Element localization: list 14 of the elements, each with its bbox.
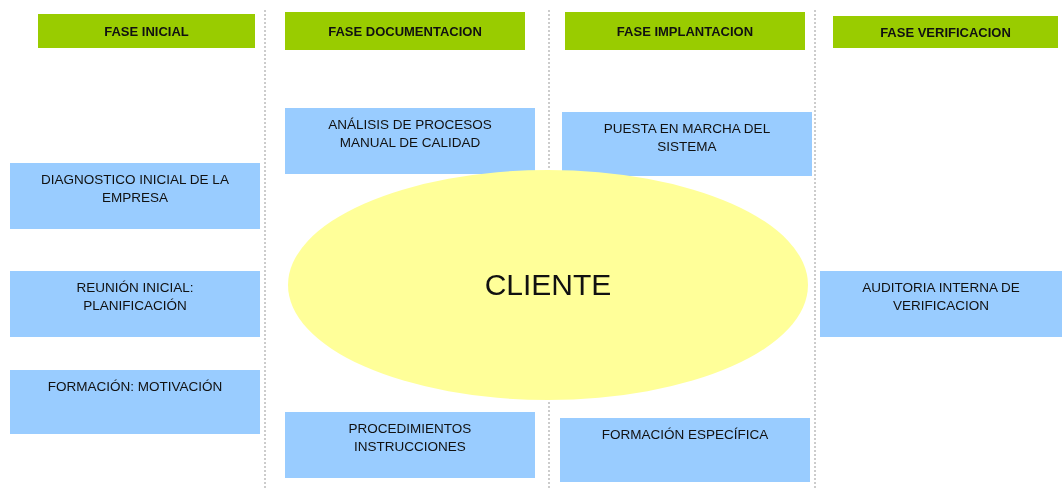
process-box: DIAGNOSTICO INICIAL DE LA EMPRESA (10, 163, 260, 229)
phase-header: FASE DOCUMENTACION (285, 12, 525, 50)
client-ellipse (288, 170, 808, 400)
process-box: ANÁLISIS DE PROCESOS MANUAL DE CALIDAD (285, 108, 535, 174)
phase-header: FASE VERIFICACION (833, 16, 1058, 48)
client-label: CLIENTE (484, 268, 612, 302)
process-box: PROCEDIMIENTOS INSTRUCCIONES (285, 412, 535, 478)
process-box: PUESTA EN MARCHA DEL SISTEMA (562, 112, 812, 176)
process-box: FORMACIÓN ESPECÍFICA (560, 418, 810, 482)
process-box: REUNIÓN INICIAL: PLANIFICACIÓN (10, 271, 260, 337)
process-box: FORMACIÓN: MOTIVACIÓN (10, 370, 260, 434)
phase-header: FASE IMPLANTACION (565, 12, 805, 50)
phase-header: FASE INICIAL (38, 14, 255, 48)
process-box: AUDITORIA INTERNA DE VERIFICACION (820, 271, 1062, 337)
